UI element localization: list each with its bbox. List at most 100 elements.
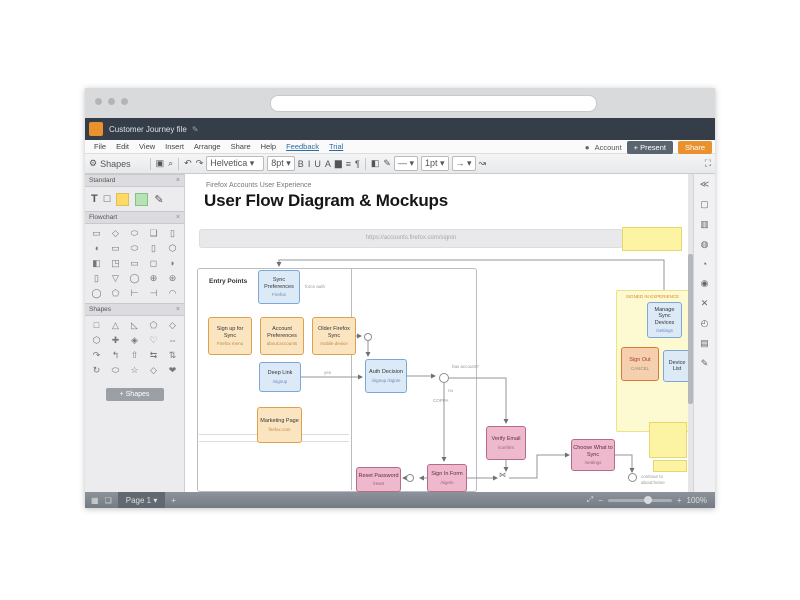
zoom-in-button[interactable]: + bbox=[676, 495, 682, 505]
menu-link[interactable]: Trial bbox=[329, 142, 344, 151]
zoom-slider-thumb[interactable] bbox=[643, 495, 652, 504]
shape-cell[interactable]: ◈ bbox=[131, 335, 138, 345]
shape-cell[interactable]: ◇ bbox=[112, 228, 119, 238]
shape-cell[interactable]: ⬭ bbox=[130, 243, 139, 253]
shape-cell[interactable]: ▭ bbox=[130, 258, 139, 268]
node-signup-sync[interactable]: Sign up for Sync Firefox menu bbox=[208, 317, 252, 355]
shape-cell[interactable]: ⊣ bbox=[149, 288, 158, 298]
paragraph-icon[interactable]: ¶ bbox=[355, 158, 360, 169]
text-color-icon[interactable]: A bbox=[324, 158, 331, 169]
shape-cell[interactable]: ◳ bbox=[111, 258, 120, 268]
node-sync-preferences[interactable]: Sync Preferences Firefox bbox=[258, 270, 300, 304]
shape-cell[interactable]: ◯ bbox=[91, 288, 102, 298]
web-dock-icon[interactable]: ◍ bbox=[700, 239, 709, 249]
line-color-icon[interactable]: ✎ bbox=[383, 158, 391, 168]
menu-item[interactable]: Edit bbox=[116, 142, 130, 151]
zoom-level[interactable]: 100% bbox=[686, 495, 707, 505]
shape-cell[interactable]: ⊕ bbox=[149, 273, 158, 283]
shape-cell[interactable]: ▭ bbox=[111, 243, 120, 253]
shape-cell[interactable]: ↻ bbox=[92, 365, 101, 375]
italic-icon[interactable]: I bbox=[307, 158, 311, 169]
window-zoom-button[interactable] bbox=[121, 98, 128, 105]
shape-cell[interactable]: ♡ bbox=[149, 335, 158, 345]
grid-icon[interactable]: ▦ bbox=[91, 495, 99, 505]
app-logo-icon[interactable] bbox=[89, 122, 103, 136]
node-verify-email[interactable]: Verify Email /confirm bbox=[486, 426, 526, 460]
fill-color-icon[interactable]: ◧ bbox=[370, 158, 380, 168]
pencil-tool[interactable]: ✎ bbox=[154, 193, 164, 206]
canvas[interactable]: Firefox Accounts User Experience User Fl… bbox=[185, 174, 688, 492]
rect-tool[interactable]: □ bbox=[103, 193, 111, 205]
shape-cell[interactable]: ❏ bbox=[149, 228, 158, 238]
shape-cell[interactable]: ◺ bbox=[131, 320, 138, 330]
comment-dock-icon[interactable]: ◔ bbox=[701, 259, 708, 269]
section-header-shapes[interactable]: Shapes × bbox=[85, 303, 184, 316]
rename-icon[interactable]: ✎ bbox=[191, 124, 199, 134]
shape-cell[interactable]: ⊛ bbox=[168, 273, 177, 283]
shape-cell[interactable]: ◇ bbox=[150, 365, 157, 375]
image-icon[interactable]: ▣ bbox=[155, 158, 165, 168]
shape-cell[interactable]: ⇧ bbox=[130, 350, 139, 360]
window-close-button[interactable] bbox=[95, 98, 102, 105]
shape-cell[interactable]: ◧ bbox=[92, 258, 101, 268]
shape-cell[interactable]: ◻ bbox=[149, 258, 158, 268]
shape-cell[interactable]: ◠ bbox=[168, 288, 177, 298]
font-size-select[interactable]: 8pt ▾ bbox=[267, 156, 295, 171]
shape-cell[interactable]: ⬭ bbox=[130, 228, 139, 238]
address-bar[interactable] bbox=[270, 95, 597, 112]
section-header-standard[interactable]: Standard × bbox=[85, 174, 184, 187]
font-family-select[interactable]: Helvetica ▾ bbox=[206, 156, 265, 171]
zoom-icon[interactable]: ⌕ bbox=[168, 158, 174, 168]
node-device-list[interactable]: Device List bbox=[663, 350, 688, 382]
close-icon[interactable]: × bbox=[175, 306, 180, 313]
menu-link[interactable]: Feedback bbox=[286, 142, 319, 151]
shape-cell[interactable]: ⬡ bbox=[168, 243, 177, 253]
zoom-slider[interactable] bbox=[607, 495, 672, 504]
section-header-flowchart[interactable]: Flowchart × bbox=[85, 211, 184, 224]
sticky-note[interactable] bbox=[649, 422, 687, 458]
green-sticky-tool[interactable] bbox=[135, 192, 149, 206]
add-page-button[interactable]: + bbox=[171, 495, 176, 505]
more-shapes-button[interactable]: + Shapes bbox=[105, 388, 164, 401]
user-dock-icon[interactable]: ◉ bbox=[700, 278, 709, 288]
shape-cell[interactable]: ⇆ bbox=[149, 350, 158, 360]
edit-dock-icon[interactable]: ✎ bbox=[700, 358, 709, 368]
shape-cell[interactable]: △ bbox=[112, 320, 119, 330]
zoom-out-button[interactable]: − bbox=[598, 495, 603, 505]
menu-item[interactable]: Insert bbox=[165, 142, 184, 151]
redo-icon[interactable]: ↷ bbox=[195, 158, 204, 168]
shape-cell[interactable]: ⇅ bbox=[168, 350, 177, 360]
shape-cell[interactable]: ☆ bbox=[130, 365, 139, 375]
node-choose-sync[interactable]: Choose What to Sync /settings bbox=[571, 439, 615, 471]
shapes-dock-icon[interactable]: ▢ bbox=[700, 199, 709, 209]
menu-item[interactable]: Share bbox=[230, 142, 251, 151]
shape-cell[interactable]: ◖ bbox=[93, 243, 100, 253]
yellow-sticky-tool[interactable] bbox=[116, 192, 130, 206]
page-tab[interactable]: Page 1 ▾ bbox=[117, 492, 166, 508]
arrow-style-select[interactable]: → ▾ bbox=[451, 156, 476, 171]
notes-dock-icon[interactable]: ▥ bbox=[700, 219, 709, 229]
fit-screen-icon[interactable]: ⤢ bbox=[586, 495, 594, 504]
sticky-note[interactable] bbox=[653, 460, 687, 472]
close-dock-icon[interactable]: ✕ bbox=[700, 298, 709, 308]
shape-cell[interactable]: ↷ bbox=[92, 350, 101, 360]
node-account-prefs[interactable]: Account Preferences about:accounts bbox=[260, 317, 304, 355]
shape-cell[interactable]: ⇔ bbox=[168, 335, 177, 345]
shape-cell[interactable]: ⬭ bbox=[111, 365, 120, 375]
mock-url-bar[interactable]: https://accounts.firefox.com/signin bbox=[199, 229, 623, 248]
scrollbar-thumb[interactable] bbox=[688, 254, 693, 404]
menu-item[interactable]: View bbox=[139, 142, 156, 151]
node-sign-out[interactable]: Sign Out CANCEL bbox=[621, 347, 659, 381]
window-minimize-button[interactable] bbox=[108, 98, 115, 105]
text-tool[interactable]: T bbox=[91, 193, 98, 205]
close-icon[interactable]: × bbox=[175, 177, 180, 184]
shape-cell[interactable]: ⬡ bbox=[92, 335, 101, 345]
shape-cell[interactable]: ▯ bbox=[94, 273, 99, 283]
shape-cell[interactable]: ⬠ bbox=[149, 320, 158, 330]
node-reset-password[interactable]: Reset Password /reset bbox=[356, 467, 401, 492]
shape-cell[interactable]: ▯ bbox=[151, 243, 156, 253]
shape-cell[interactable]: ◯ bbox=[129, 273, 140, 283]
share-button[interactable]: Share bbox=[677, 141, 712, 154]
shape-cell[interactable]: ◇ bbox=[169, 320, 176, 330]
node-signin-form[interactable]: Sign In Form /signin bbox=[427, 464, 467, 492]
